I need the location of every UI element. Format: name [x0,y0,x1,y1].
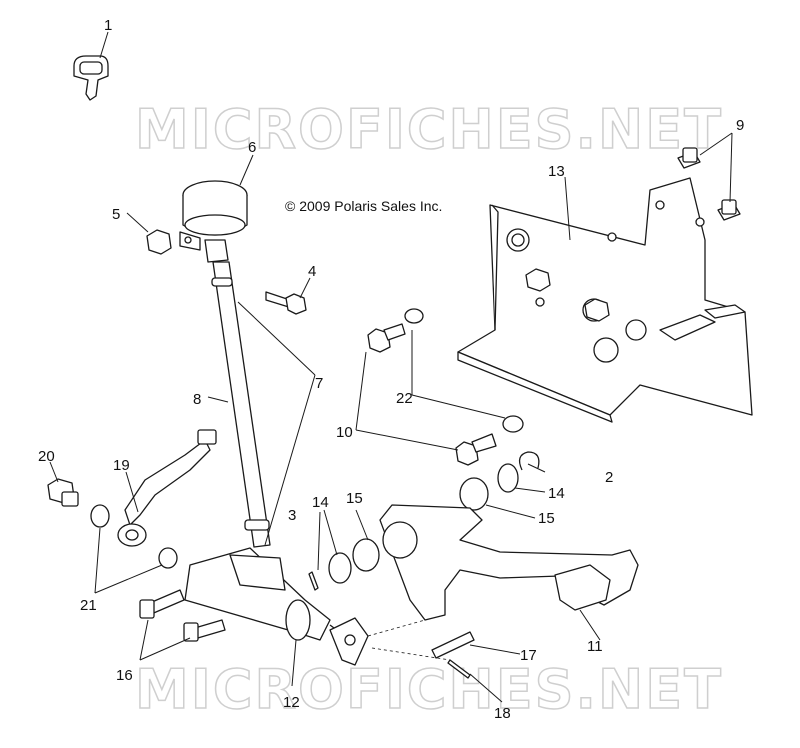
callout-9: 9 [736,117,744,134]
part-22-washer-bottom [502,415,524,433]
part-4-bolt [265,291,307,315]
part-21-washer-b [158,547,178,569]
part-2-circlip [518,451,540,471]
part-14-washer-right [497,463,519,493]
watermark-bottom: MICROFICHES.NET [135,658,723,721]
part-1-clip [73,55,109,101]
callout-3: 3 [288,507,296,524]
part-14-washer-left [328,552,352,584]
callout-labels: 1 2 3 4 5 6 7 8 9 10 11 12 13 14 14 15 1… [38,17,744,722]
part-11-brake-pedal [379,504,639,621]
part-17-clevis-pin [431,631,475,659]
part-15-bushing-left [352,538,380,572]
callout-18: 18 [494,705,511,722]
watermark-top: MICROFICHES.NET [135,98,723,161]
copyright-text: © 2009 Polaris Sales Inc. [285,198,442,214]
part-8-hose [211,261,271,548]
part-12-master-cylinder [184,547,369,666]
callout-22: 22 [396,390,413,407]
alignment-line-b [371,647,451,661]
alignment-line-a [367,619,426,637]
part-13-bracket [457,177,753,423]
callout-19: 19 [113,457,130,474]
part-19-brake-line [117,429,217,547]
callout-11: 11 [587,638,603,655]
callout-13: 13 [548,163,565,180]
part-10-bolt-top [367,323,406,353]
callout-12: 12 [283,694,300,711]
callout-14-left: 14 [312,494,329,511]
callout-6: 6 [248,139,256,156]
part-3-cotter-pin [308,571,319,591]
callout-1: 1 [104,17,112,34]
callout-4: 4 [308,263,316,280]
callout-14-right: 14 [548,485,565,502]
callout-21: 21 [80,597,97,614]
part-18-pin [447,659,471,679]
part-16-bolts [139,589,226,642]
part-9-bolts [677,147,741,221]
callout-15-left: 15 [346,490,363,507]
part-5-nut [146,229,172,255]
callout-10: 10 [336,424,353,441]
callout-5: 5 [112,206,120,223]
part-21-washer-a [90,504,110,528]
callout-7: 7 [315,375,323,392]
part-6-reservoir [179,180,248,263]
part-10-bolt-bottom [455,433,497,466]
leader-lines [49,31,733,703]
part-22-washer-top [404,308,424,324]
callout-2: 2 [605,469,613,486]
callout-15-right: 15 [538,510,555,527]
callout-20: 20 [38,448,55,465]
part-15-bushing-right [459,477,489,511]
callout-17: 17 [520,647,537,664]
callout-16: 16 [116,667,133,684]
callout-8: 8 [193,391,201,408]
part-20-banjo-bolt [47,478,79,507]
